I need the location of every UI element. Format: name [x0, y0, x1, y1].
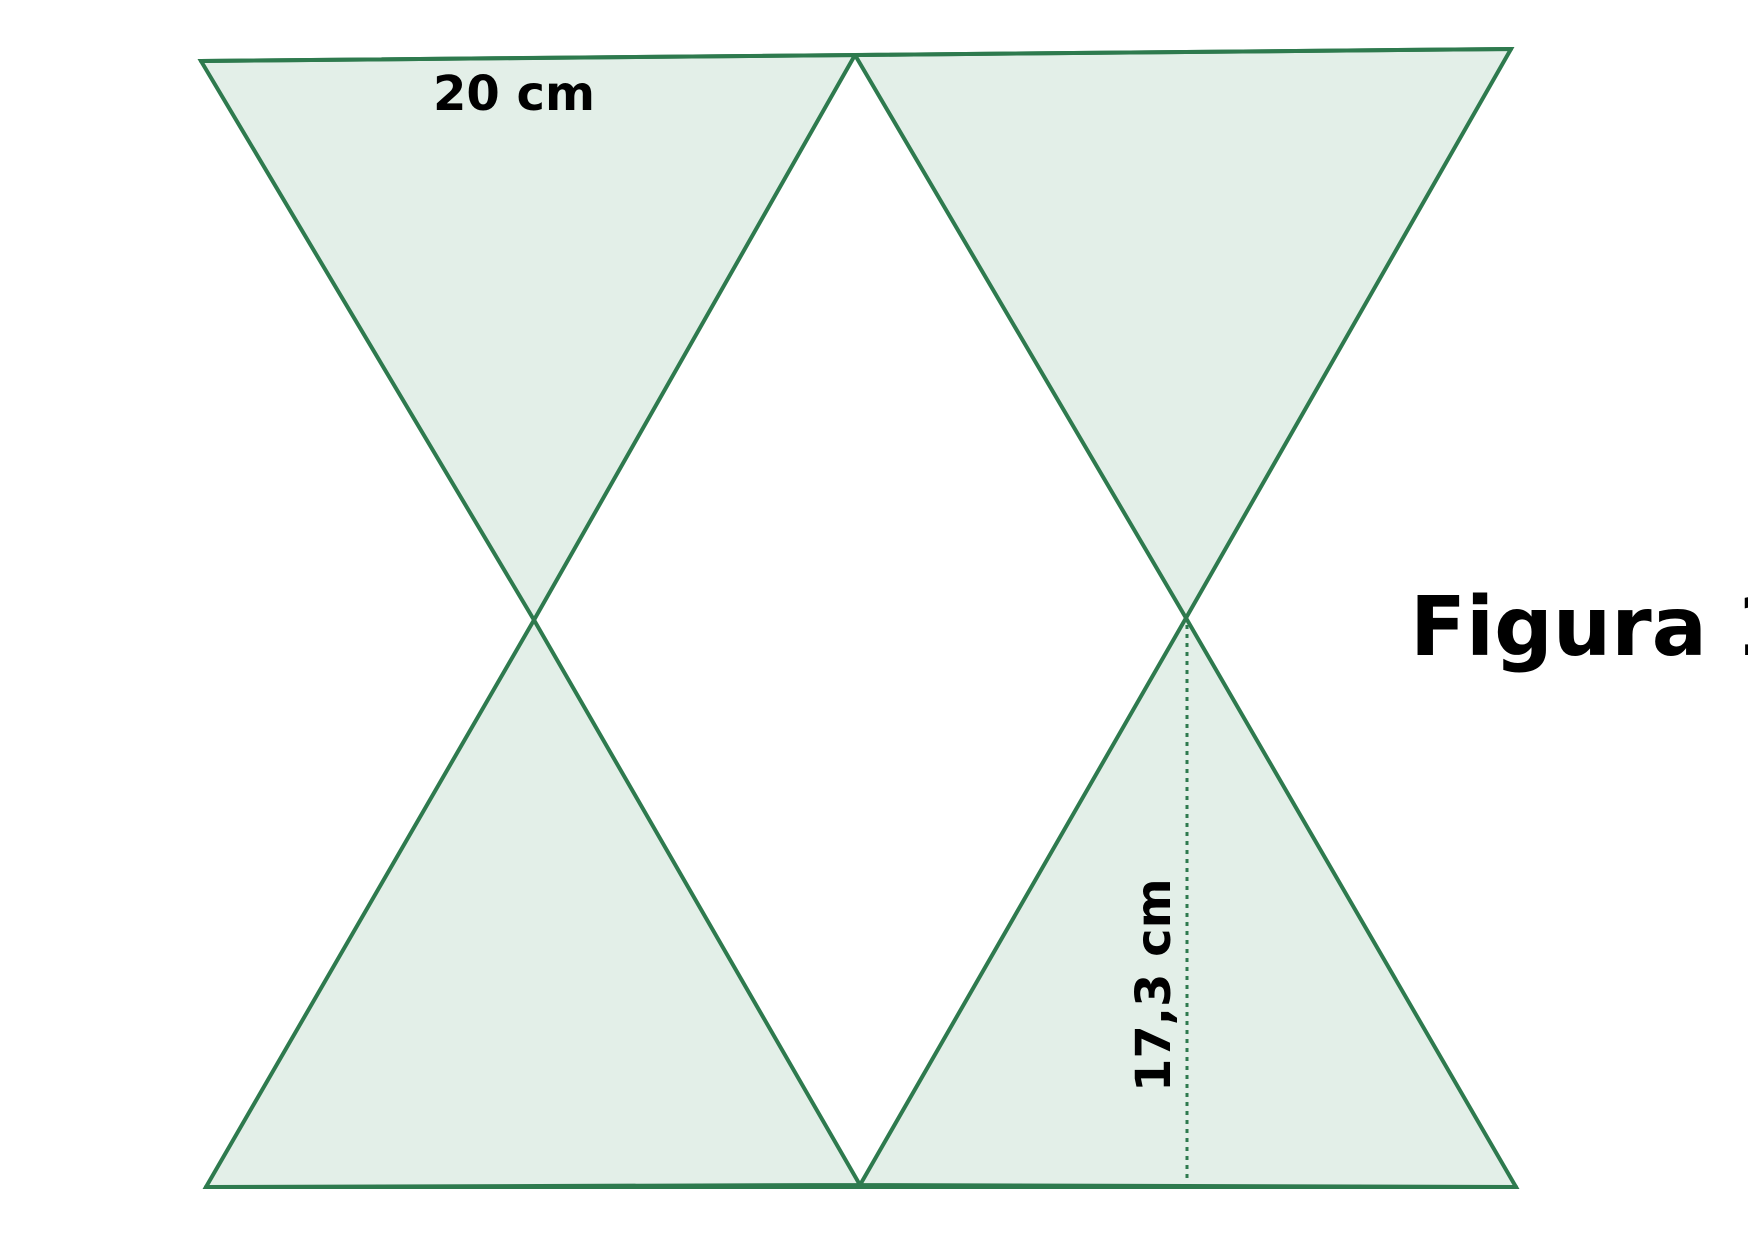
triangle-bottom-right — [856, 614, 1520, 1190]
figure-caption: Figura 1 — [1410, 580, 1748, 675]
height-label: 17,3 cm — [1126, 878, 1182, 1092]
top-edge — [199, 47, 1513, 63]
triangle-top-right — [851, 46, 1515, 622]
triangle-top-left — [197, 52, 859, 624]
side-length-label: 20 cm — [433, 66, 595, 122]
triangle-bottom-left — [202, 616, 864, 1190]
